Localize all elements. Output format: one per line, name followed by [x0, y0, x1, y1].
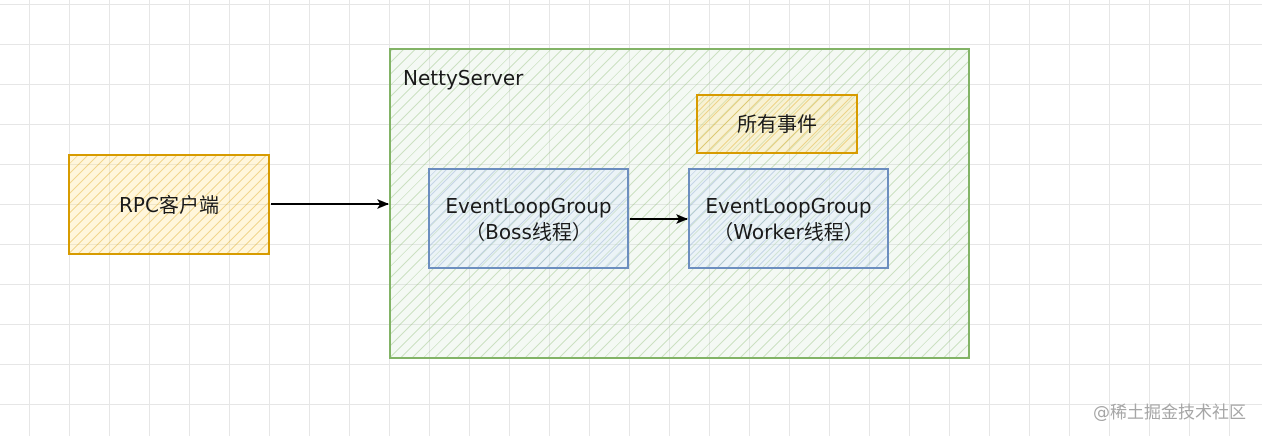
- all-events-label: 所有事件: [737, 112, 817, 136]
- all-events-node: 所有事件: [696, 94, 858, 154]
- worker-event-loop-group-node: EventLoopGroup （Worker线程）: [688, 168, 889, 269]
- worker-group-subtitle: （Worker线程）: [713, 219, 864, 244]
- boss-group-title: EventLoopGroup: [445, 193, 612, 218]
- boss-event-loop-group-node: EventLoopGroup （Boss线程）: [428, 168, 629, 269]
- watermark: @稀土掘金技术社区: [1093, 403, 1246, 423]
- boss-group-subtitle: （Boss线程）: [465, 219, 592, 244]
- rpc-client-label: RPC客户端: [119, 192, 219, 217]
- netty-server-container: [389, 48, 970, 359]
- rpc-client-node: RPC客户端: [68, 154, 270, 255]
- worker-group-title: EventLoopGroup: [705, 193, 872, 218]
- netty-server-label: NettyServer: [403, 66, 524, 90]
